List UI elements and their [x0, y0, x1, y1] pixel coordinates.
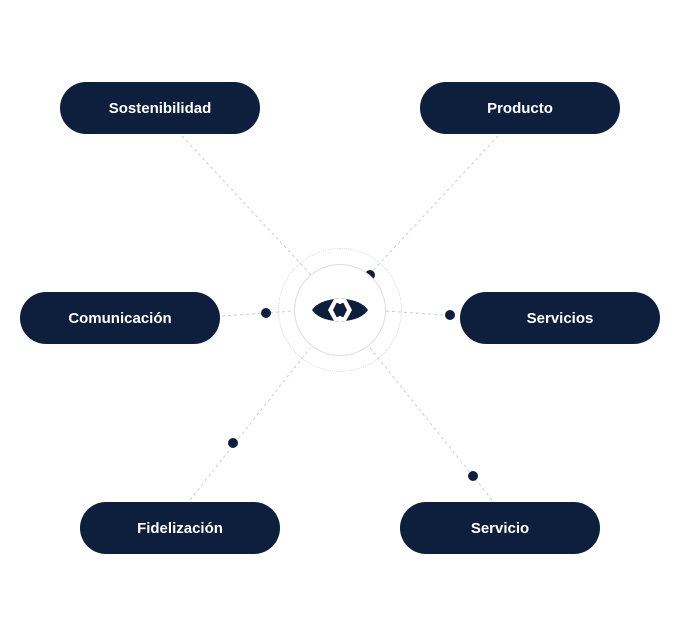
node-label-servicios: Servicios: [526, 309, 594, 327]
node-servicios[interactable]: Servicios: [460, 292, 660, 344]
node-fidelizacion[interactable]: Fidelización: [80, 502, 280, 554]
node-producto[interactable]: Producto: [420, 82, 620, 134]
node-label-producto: Producto: [487, 99, 553, 117]
connector-dot-servicio: [468, 471, 478, 481]
connector-dot-fidelizacion: [228, 438, 238, 448]
node-servicio[interactable]: Servicio: [400, 502, 600, 554]
node-sostenibilidad[interactable]: Sostenibilidad: [60, 82, 260, 134]
node-label-comunicacion: Comunicación: [68, 309, 172, 327]
node-comunicacion[interactable]: Comunicación: [20, 292, 220, 344]
connector-line-producto: [367, 135, 499, 277]
eye-hexagon-icon: [312, 298, 368, 322]
node-label-sostenibilidad: Sostenibilidad: [108, 99, 212, 117]
connector-dot-comunicacion: [261, 308, 271, 318]
hub-outer-ring: [278, 248, 402, 372]
node-label-fidelizacion: Fidelización: [137, 519, 223, 537]
node-label-servicio: Servicio: [470, 519, 530, 537]
connector-line-fidelizacion: [189, 347, 311, 501]
connector-dot-servicios: [445, 310, 455, 320]
connector-line-sostenibilidad: [181, 135, 313, 277]
